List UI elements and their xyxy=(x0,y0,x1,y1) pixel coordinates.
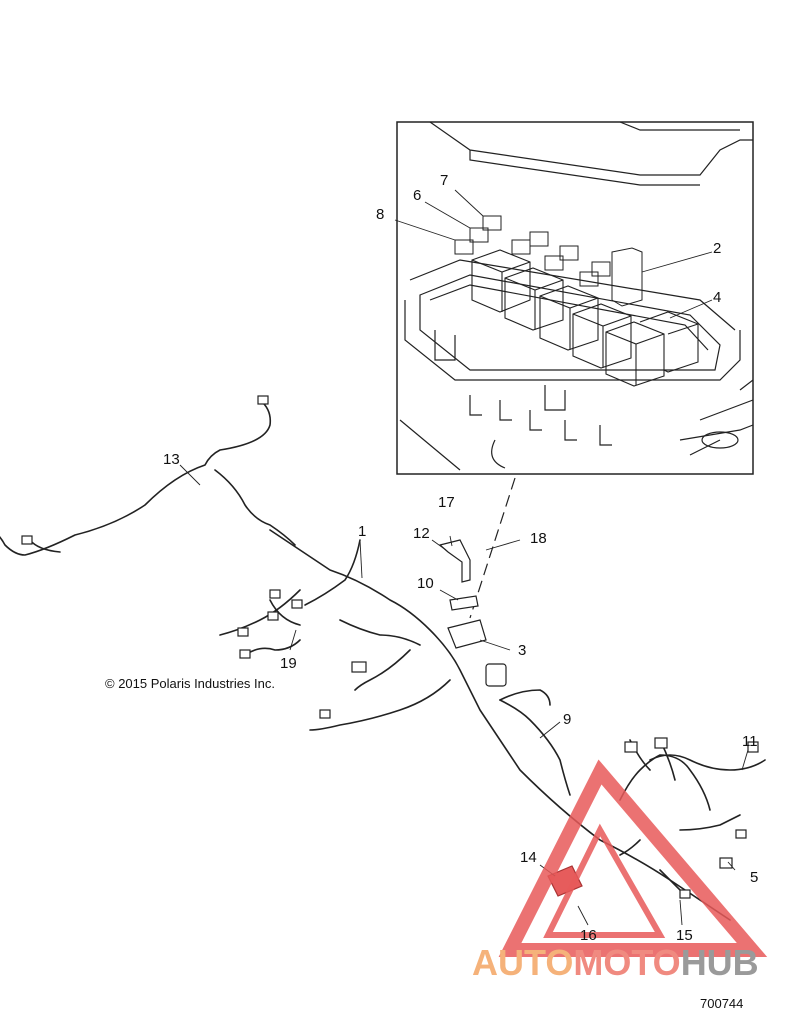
callout-7: 7 xyxy=(440,172,448,189)
callout-2: 2 xyxy=(713,240,721,257)
callout-16: 16 xyxy=(580,927,597,944)
watermark-brand-part1: AUTO xyxy=(472,942,574,983)
watermark-brand-part2: MOTO xyxy=(573,942,681,983)
callout-12: 12 xyxy=(413,525,430,542)
callout-13: 13 xyxy=(163,451,180,468)
callout-19: 19 xyxy=(280,655,297,672)
watermark-logo xyxy=(498,759,768,957)
callout-11: 11 xyxy=(742,733,758,750)
callout-6: 6 xyxy=(413,187,421,204)
callout-17: 17 xyxy=(438,494,455,511)
callout-4: 4 xyxy=(713,289,721,306)
callout-10: 10 xyxy=(417,575,434,592)
copyright-notice: © 2015 Polaris Industries Inc. xyxy=(105,676,275,691)
callout-8: 8 xyxy=(376,206,384,223)
watermark-brand-text: AUTOMOTOHUB xyxy=(472,942,759,984)
fuse-box-inset xyxy=(394,121,754,475)
callout-14: 14 xyxy=(520,849,537,866)
callout-9: 9 xyxy=(563,711,571,728)
callout-1: 1 xyxy=(358,523,366,540)
callout-18: 18 xyxy=(530,530,547,547)
callout-5: 5 xyxy=(750,869,758,886)
callout-3: 3 xyxy=(518,642,526,659)
callout-15: 15 xyxy=(676,927,693,944)
diagram-part-number: 700744 xyxy=(700,996,744,1011)
harness-lines xyxy=(0,399,766,921)
watermark-brand-part3: HUB xyxy=(680,942,759,983)
